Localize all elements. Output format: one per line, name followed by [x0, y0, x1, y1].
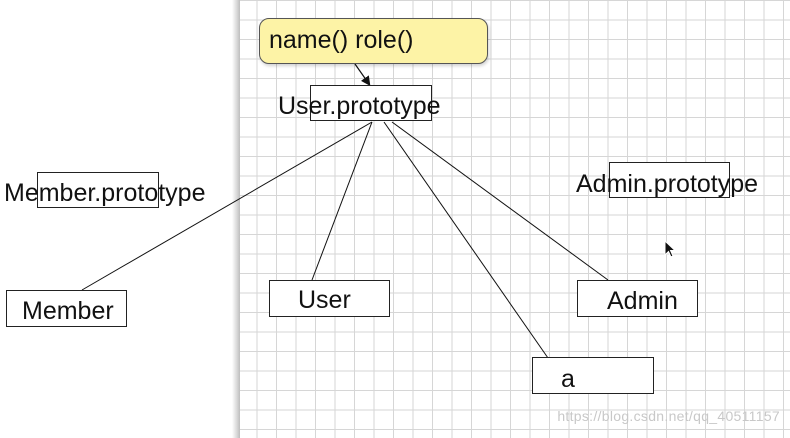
methods-note-text: name() role(): [269, 26, 414, 54]
admin-prototype-label: Admin.prototype: [576, 170, 759, 198]
watermark-text: https://blog.csdn.net/qq_40511157: [557, 408, 780, 424]
admin-label: Admin: [607, 287, 678, 315]
link-user-prototype-to-user: [311, 121, 373, 281]
arrow-note-to-user-prototype: [354, 63, 371, 86]
user-box: [269, 280, 390, 317]
member-prototype-box: [37, 172, 159, 208]
member-prototype-label: Member.prototype: [4, 179, 206, 207]
link-user-prototype-to-member: [81, 121, 373, 291]
grid-background: [238, 0, 790, 438]
grid-edge-shadow: [232, 0, 240, 438]
a-label: a: [561, 365, 575, 393]
member-box: [6, 290, 127, 327]
admin-prototype-box: [609, 162, 730, 198]
mouse-pointer-icon: [664, 240, 677, 258]
user-label: User: [298, 286, 351, 314]
link-user-prototype-to-a: [383, 121, 549, 359]
user-prototype-label: User.prototype: [278, 92, 441, 120]
methods-note: name() role(): [259, 18, 488, 64]
member-label: Member: [22, 297, 114, 325]
user-prototype-box: [310, 85, 432, 121]
a-box: [532, 357, 654, 394]
admin-box: [577, 280, 698, 317]
link-user-prototype-to-admin: [391, 121, 609, 281]
